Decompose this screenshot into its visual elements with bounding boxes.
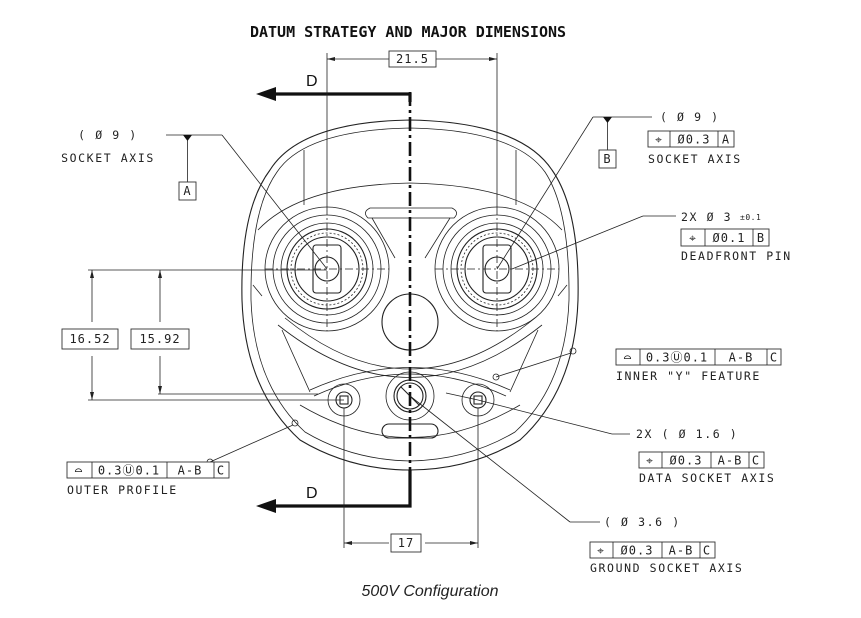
svg-text:INNER "Y" FEATURE: INNER "Y" FEATURE (616, 369, 761, 383)
position-icon: ⌖ (597, 544, 605, 558)
svg-text:0.3Ⓤ0.1: 0.3Ⓤ0.1 (98, 464, 160, 478)
position-icon: ⌖ (646, 454, 654, 468)
svg-text:C: C (217, 464, 225, 478)
figure-caption: 500V Configuration (362, 583, 499, 600)
svg-text:A-B: A-B (729, 351, 754, 365)
position-icon: ⌖ (655, 133, 663, 147)
feature-control-frame: ⌓ 0.3Ⓤ0.1 A-B C (615, 348, 782, 366)
svg-text:17: 17 (398, 536, 414, 550)
feature-control-frame: ⌖ Ø0.3 A-B C (589, 541, 716, 559)
svg-text:2X Ø 3: 2X Ø 3 (681, 210, 732, 224)
svg-text:OUTER PROFILE: OUTER PROFILE (67, 483, 178, 497)
svg-text:B: B (757, 231, 765, 245)
section-arrow-bottom: D (256, 470, 412, 513)
svg-text:D: D (306, 73, 318, 90)
socket-left (264, 206, 390, 332)
callout-inner-y-feature: ⌓ 0.3Ⓤ0.1 A-B C INNER "Y" FEATURE (492, 347, 782, 383)
svg-text:DATA SOCKET AXIS: DATA SOCKET AXIS (639, 471, 775, 485)
drawing-title: DATUM STRATEGY AND MAJOR DIMENSIONS (250, 23, 566, 41)
profile-icon: ⌓ (75, 464, 83, 478)
callout-data-socket: 2X ( Ø 1.6 ) ⌖ Ø0.3 A-B C DATA SOCKET AX… (445, 392, 775, 485)
svg-text:Ø0.3: Ø0.3 (621, 544, 654, 558)
svg-text:( Ø 3.6 ): ( Ø 3.6 ) (604, 515, 681, 529)
dimension-21-5: 21.5 (326, 50, 498, 207)
svg-text:( Ø 9 ): ( Ø 9 ) (660, 110, 720, 124)
svg-text:A: A (722, 133, 730, 147)
svg-text:A-B: A-B (178, 464, 203, 478)
svg-text:D: D (306, 485, 318, 502)
svg-text:A-B: A-B (669, 544, 694, 558)
svg-text:SOCKET AXIS: SOCKET AXIS (648, 152, 742, 166)
callout-outer-profile: ⌓ 0.3Ⓤ0.1 A-B C OUTER PROFILE (66, 419, 299, 497)
feature-control-frame: ⌖ Ø0.3 A-B C (638, 451, 765, 469)
svg-text:16.52: 16.52 (69, 332, 110, 346)
svg-text:GROUND SOCKET AXIS: GROUND SOCKET AXIS (590, 561, 743, 575)
svg-text:B: B (603, 152, 611, 166)
callout-socket-axis-b: B ( Ø 9 ) ⌖ Ø0.3 A SOCKET AXIS (496, 110, 742, 270)
svg-text:Ø0.1: Ø0.1 (713, 231, 746, 245)
section-arrow-top: D (256, 73, 412, 102)
dimension-16-52: 16.52 (61, 269, 344, 401)
svg-text:C: C (770, 351, 778, 365)
svg-text:C: C (703, 544, 711, 558)
svg-text:Ø0.3: Ø0.3 (678, 133, 711, 147)
callout-socket-axis-a: ( Ø 9 ) SOCKET AXIS A (61, 128, 328, 270)
dimension-17: 17 (343, 408, 479, 553)
svg-text:A-B: A-B (718, 454, 743, 468)
callout-ground-socket: ( Ø 3.6 ) ⌖ Ø0.3 A-B C GROUND SOCKET AXI… (409, 395, 743, 575)
dimension-15-92: 15.92 (130, 270, 318, 395)
svg-text:Ø0.3: Ø0.3 (670, 454, 703, 468)
svg-text:15.92: 15.92 (139, 332, 180, 346)
position-icon: ⌖ (689, 231, 697, 245)
feature-control-frame: ⌓ 0.3Ⓤ0.1 A-B C (66, 461, 230, 479)
svg-text:A: A (183, 184, 191, 198)
svg-text:( Ø 9 ): ( Ø 9 ) (78, 128, 138, 142)
svg-text:±0.1: ±0.1 (740, 213, 761, 222)
svg-text:21.5: 21.5 (396, 52, 429, 66)
feature-control-frame: ⌖ Ø0.3 A (647, 130, 735, 148)
svg-text:0.3Ⓤ0.1: 0.3Ⓤ0.1 (646, 351, 708, 365)
svg-text:2X ( Ø 1.6 ): 2X ( Ø 1.6 ) (636, 427, 738, 441)
svg-text:C: C (752, 454, 760, 468)
profile-icon: ⌓ (624, 351, 632, 365)
feature-control-frame: ⌖ Ø0.1 B (680, 228, 770, 247)
svg-text:SOCKET AXIS: SOCKET AXIS (61, 151, 155, 165)
svg-text:DEADFRONT PIN: DEADFRONT PIN (681, 249, 792, 263)
callout-deadfront-pin: 2X Ø 3 ±0.1 ⌖ Ø0.1 B DEADFRONT PIN (511, 210, 792, 270)
